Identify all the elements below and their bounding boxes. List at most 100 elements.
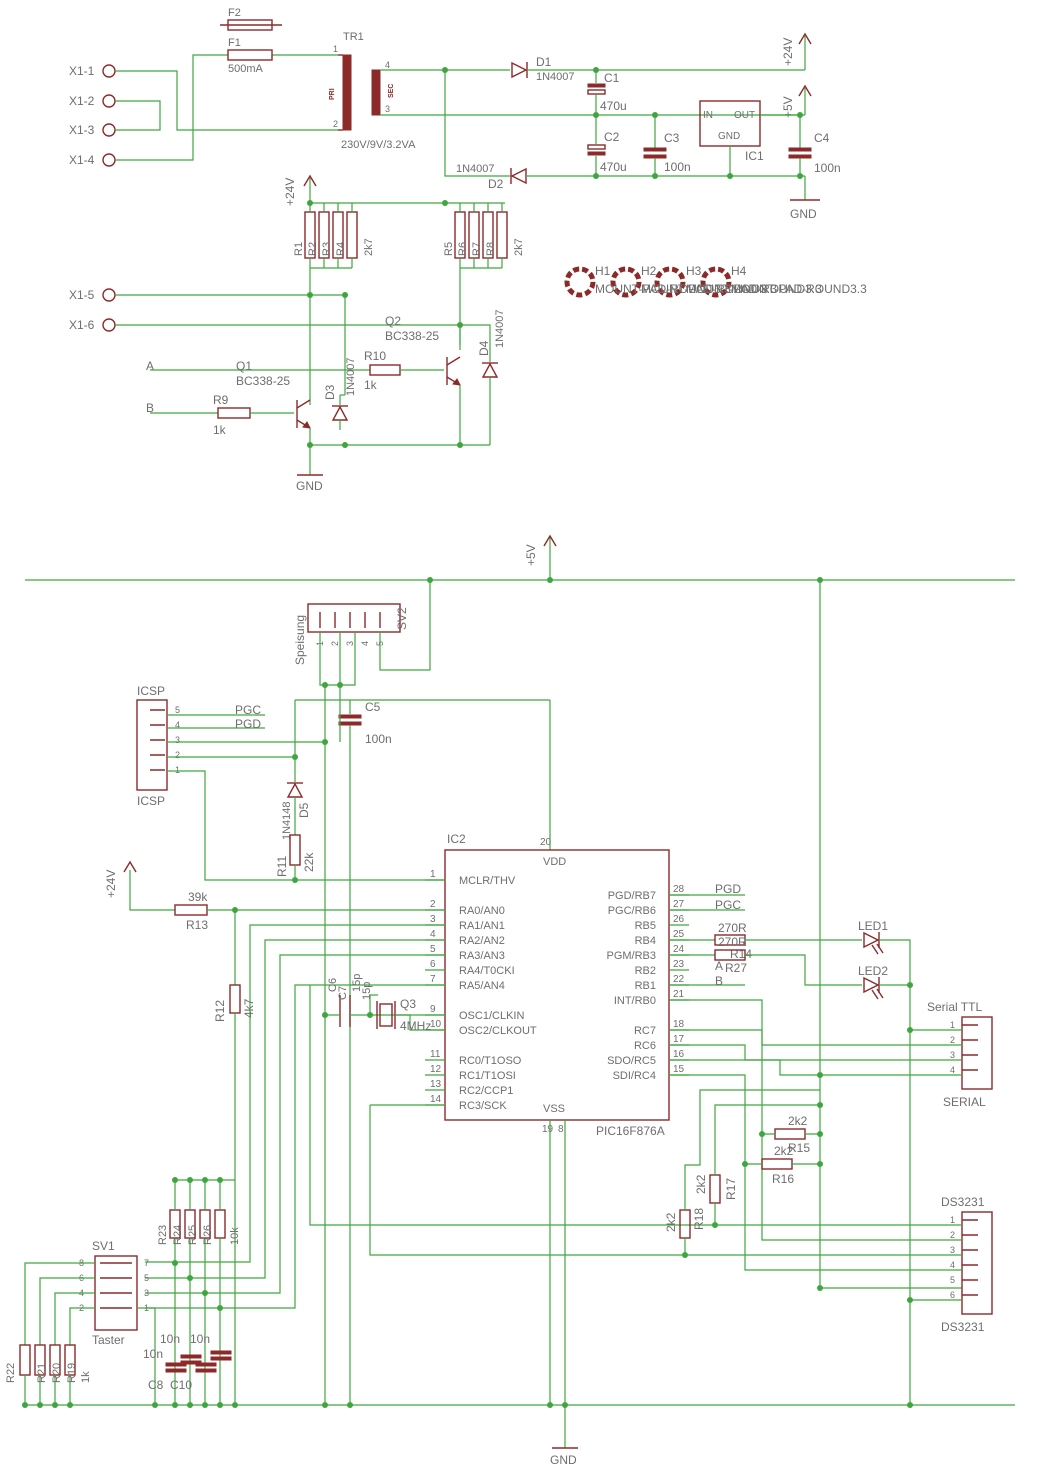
capacitor-label: C2	[604, 130, 620, 144]
diode-label: D1	[536, 55, 552, 69]
transformer-value: 230V/9V/3.2VA	[341, 139, 416, 151]
ic2-right-pins: 28PGD/RB727PGC/RB626RB525RB424PGM/RB323R…	[606, 884, 689, 1082]
capacitor-label: C10	[170, 1378, 192, 1392]
led-label: LED2	[858, 964, 888, 978]
connector-x1-3: X1-3	[69, 123, 116, 137]
pin-number: 7	[144, 1258, 149, 1268]
connector-label: X1-1	[69, 64, 95, 78]
mount-holes: H1 H2 H3 H4 MOUNT-PAD-ROUND3.3 MOUNT-PAD…	[564, 264, 867, 298]
ic2-pin-number: 21	[673, 989, 685, 1000]
ic2-pin-number: 10	[430, 1019, 442, 1030]
gnd-label: GND	[550, 1453, 577, 1467]
ic2-pin-name: RA2/AN2	[459, 935, 505, 947]
ic-pin-label: GND	[718, 131, 740, 142]
transistor-q1: Q1 BC338-25	[236, 359, 311, 429]
header-label: DS3231	[941, 1320, 985, 1334]
capacitor-c6-c7: C6 15p C7 15p	[325, 974, 373, 1027]
capacitor-label: C6	[327, 978, 339, 992]
resistor-r16: 2k2 R16	[761, 1144, 794, 1186]
net-label: PGD	[715, 882, 741, 896]
power-supply-section: X1-1 X1-2 X1-3 X1-4 F2 F1 500mA TR1 230V…	[69, 7, 841, 221]
ic2-pin-name: RC7	[634, 1025, 656, 1037]
resistor-r17: 2k2 R17	[694, 1174, 738, 1204]
capacitor-value: 100n	[814, 161, 841, 175]
resistor-label: R8	[485, 242, 497, 256]
mount-hole-value: MOUNT-PAD-ROUND3.3	[595, 282, 731, 296]
pin-number: 19	[542, 1124, 554, 1135]
diode-label: D2	[488, 177, 504, 191]
capacitor-value: 470u	[600, 99, 627, 113]
resistor-bank-pull: R23 R24 R25 R26 10k	[157, 1179, 241, 1405]
ic2-pin-name: RA5/AN4	[459, 980, 505, 992]
mcu-ic2: IC2 PIC16F876A VDD 20 VSS 19 8 1MCLR/THV…	[425, 832, 689, 1138]
crystal-q3: Q3 4MHz	[369, 994, 445, 1033]
ic2-pin-number: 27	[673, 899, 685, 910]
regulator-ic1: IN OUT GND IC1	[699, 100, 764, 176]
resistor-value: 2k2	[664, 1212, 678, 1232]
ic2-pin-name: RB2	[635, 965, 656, 977]
connector-x1-2: X1-2	[69, 94, 116, 108]
pin-number: 3	[950, 1050, 955, 1060]
resistor-label: R16	[772, 1172, 794, 1186]
resistor-bank-r1-r4: R1 R2 R3 R4 2k7	[293, 203, 375, 269]
supply-24v-mcu: +24V	[104, 860, 175, 911]
resistor-label: R5	[443, 242, 455, 256]
ic2-pin-name: OSC1/CLKIN	[459, 1010, 524, 1022]
ic2-pin-name: SDO/RC5	[607, 1055, 656, 1067]
capacitor-value: 100n	[664, 160, 691, 174]
crystal-label: Q3	[400, 997, 416, 1011]
pin-number: 5	[175, 705, 180, 715]
sec-label: SEC	[388, 84, 395, 98]
mount-hole-value: MOUNT-PAD-ROUND3.3	[686, 282, 822, 296]
ic2-pin-name: RC0/T1OSO	[459, 1055, 522, 1067]
resistor-value: 2k7	[363, 238, 375, 256]
resistor-label: R6	[457, 242, 469, 256]
resistor-label: R17	[724, 1178, 738, 1200]
pin-number: 5	[144, 1273, 149, 1283]
diode-value: 1N4148	[281, 801, 293, 840]
ic2-pin-number: 14	[430, 1094, 442, 1105]
diode-d4: D4 1N4007	[477, 309, 506, 378]
supply-label: +24V	[104, 870, 118, 898]
capacitor-c1: C1 470u	[587, 70, 627, 115]
connector-label: X1-3	[69, 123, 95, 137]
ic2-pin-name: RA1/AN1	[459, 920, 505, 932]
pri-label: PRI	[329, 88, 336, 100]
ic2-pin-name: RB4	[635, 935, 656, 947]
mount-hole-label: H1	[595, 264, 611, 278]
pin-number: 6	[950, 1290, 955, 1300]
pin-number: 4	[385, 60, 390, 70]
pin-number: 3	[385, 104, 390, 114]
capacitor-value: 15p	[361, 982, 373, 1000]
pin-number: 8	[558, 1124, 564, 1135]
net-label-b: B	[146, 401, 154, 415]
ic2-pin-number: 2	[430, 899, 436, 910]
pin-number: 2	[950, 1230, 955, 1240]
ic2-pin-name: RC2/CCP1	[459, 1085, 513, 1097]
resistor-value: 1k	[213, 423, 227, 437]
connector-x1-1: X1-1	[69, 64, 116, 78]
net-label: B	[715, 974, 723, 988]
resistor-r13: 39k R13	[174, 890, 208, 932]
mount-hole-h4: H4	[700, 264, 747, 298]
led-2: LED2	[858, 964, 888, 1000]
ic2-pin-number: 3	[430, 914, 436, 925]
ic2-pin-number: 16	[673, 1049, 685, 1060]
pin-number: 5	[950, 1275, 955, 1285]
ic2-pin-number: 11	[430, 1049, 441, 1060]
header-label: Taster	[92, 1333, 125, 1347]
mount-hole-value: MOUNT-PAD-ROUND3.3	[641, 282, 777, 296]
resistor-label: R21	[36, 1363, 48, 1383]
diode-value: 1N4007	[494, 309, 506, 348]
connector-label: X1-2	[69, 94, 95, 108]
resistor-label: R27	[725, 961, 747, 975]
diode-value: 1N4007	[456, 163, 495, 175]
connector-label: X1-5	[69, 288, 95, 302]
ic2-pin-number: 4	[430, 929, 436, 940]
led-1: LED1	[858, 919, 888, 955]
resistor-r18: 2k2 R18	[664, 1208, 706, 1239]
resistor-value: 2k7	[513, 238, 525, 256]
resistor-label: R14	[730, 947, 752, 961]
capacitor-value: 10n	[190, 1332, 210, 1346]
ic-label: IC2	[447, 832, 466, 846]
